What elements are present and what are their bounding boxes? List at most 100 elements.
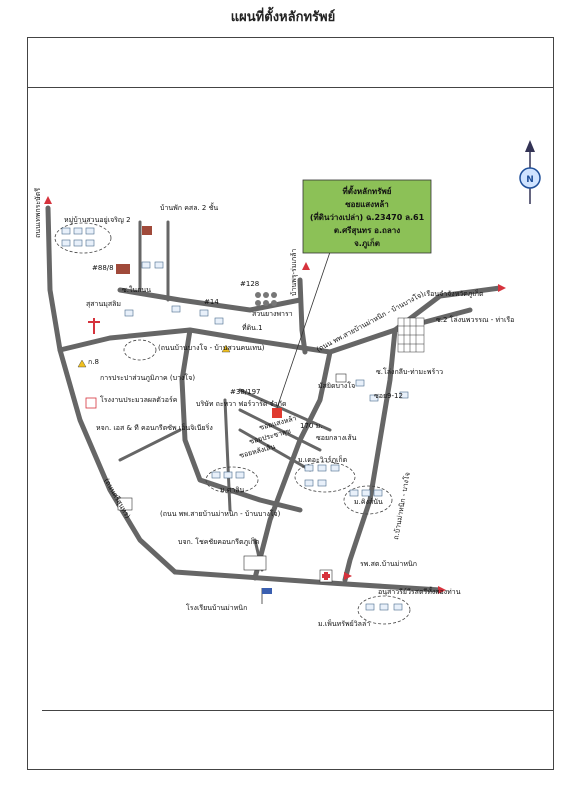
factory-south-icon xyxy=(243,555,267,571)
house-icon xyxy=(141,261,151,269)
callout-line-3: (ที่ดินว่างเปล่า) ฉ.23470 ล.61 xyxy=(310,211,425,222)
company-label: บริษัท ถะหวา ฟอร์วาร์ด จำกัด xyxy=(196,400,286,408)
road-south-label: (ถนน พพ.สายบ้านม่าหนิก - บ้านบางโจ) xyxy=(160,509,281,518)
house-icon xyxy=(317,479,327,487)
callout-line-5: จ.ภูเก็ต xyxy=(354,237,380,249)
minor-road-4 xyxy=(238,388,332,432)
mosque-label: มัสยิดบางโจ xyxy=(318,381,355,390)
house-icon xyxy=(154,261,164,269)
no-128-label: #128 xyxy=(240,280,259,288)
arrow-north-left xyxy=(44,196,52,204)
direction-arrows xyxy=(44,196,506,594)
house-icon xyxy=(369,394,379,402)
village-north-label: หมู่บ้านสวนอยู่เจริญ 2 xyxy=(64,216,131,224)
compass-letter: N xyxy=(526,175,534,185)
village-south-label: ม.เพ็นทรัพย์วิลล่า xyxy=(318,619,370,628)
house-icon xyxy=(361,489,371,497)
house-icon xyxy=(235,471,245,479)
village-ellipse-nice xyxy=(294,461,356,493)
warning-icon xyxy=(77,344,231,368)
land-parcel-label: ที่ดิน.1 xyxy=(242,323,263,332)
house-icon xyxy=(304,464,314,472)
hospital-label: รพ.สต.บ้านม่าหนิก xyxy=(360,560,417,568)
village-ellipse-center xyxy=(123,339,157,361)
house-icon xyxy=(373,489,383,497)
soi-east-1-label: ซ.2 โล่งนพวรรณ - ท่าเรือ xyxy=(436,315,514,324)
village-nice-label: ม.เดอะวิวร์ภูเก็ต xyxy=(298,455,348,464)
house-icon xyxy=(171,305,181,313)
house-icon xyxy=(73,239,83,247)
arrow-east-top xyxy=(498,284,506,292)
frame-top-band xyxy=(27,87,554,88)
mosque-icon xyxy=(335,373,347,383)
house-icon xyxy=(355,379,365,387)
house-icon xyxy=(124,309,134,317)
road-east-branch xyxy=(342,327,398,583)
callout-line-1: ที่ตั้งหลักทรัพย์ xyxy=(343,185,392,196)
house-icon xyxy=(304,479,314,487)
no-14-label: #14 xyxy=(204,298,219,306)
minor-road-3 xyxy=(118,428,182,462)
arrow-hospital xyxy=(344,572,352,580)
village-grid-east xyxy=(397,317,425,353)
tree-garden-icon xyxy=(255,292,277,306)
village-ellipse-king xyxy=(343,485,393,515)
hotel-cross-icon xyxy=(88,318,100,334)
arrow-north-center xyxy=(302,262,310,270)
minor-road-5 xyxy=(238,408,322,452)
map-frame xyxy=(27,37,554,770)
house-icon xyxy=(214,317,224,325)
hospital-icon xyxy=(319,569,333,583)
no-88-8-label: #88/8 xyxy=(92,264,114,272)
house-icon xyxy=(393,603,403,611)
house-icon xyxy=(85,239,95,247)
supply-store-label: หจก. เอส & ที คอนกรีตซัพ เอ็นจิเนียริ่ง xyxy=(96,423,213,432)
soi-rongnam-label: ซ.ในถนน xyxy=(122,285,151,294)
house-icon xyxy=(330,464,340,472)
monument-label: อนุสาวรีย์วีรสตรีทั้งสองท่าน xyxy=(378,585,461,596)
factory-label: โรงงานประมวลผลตัวอร์ค xyxy=(100,395,178,404)
house-icon xyxy=(73,227,83,235)
minor-roads xyxy=(118,220,332,572)
house-icon xyxy=(61,239,71,247)
arrow-east-bottom xyxy=(438,586,446,594)
callout-box xyxy=(302,179,432,254)
target-marker[interactable] xyxy=(272,408,282,418)
page-title: แผนที่ตั้งหลักทรัพย์ xyxy=(230,10,336,25)
road-central-vertical xyxy=(179,327,303,513)
village-ms-label: ม.ศาลิน xyxy=(220,486,245,494)
callout-line-2: ซอยแสงหล้า xyxy=(345,199,389,209)
house-icon xyxy=(399,391,409,399)
house-88-8-icon xyxy=(116,264,130,274)
road-left-top-label: ถนนเทพกระษัตรี xyxy=(34,188,42,238)
village-ellipse-north xyxy=(54,222,112,254)
road-bang-jo-label: ถ.บ้านม่าหนิก - บางโจ xyxy=(391,471,412,540)
house-icon xyxy=(199,309,209,317)
callout-line-4: ต.ศรีสุนทร อ.ถลาง xyxy=(334,225,400,236)
soi-klang-label: ซอยกลางเส้น xyxy=(316,434,357,442)
soi-lang-label: ซอยหลังเส้น xyxy=(238,443,276,460)
village-ellipse-south xyxy=(357,595,411,625)
distance-label: 170 ม. xyxy=(300,422,322,430)
house-icon xyxy=(365,603,375,611)
house-icon xyxy=(85,227,95,235)
road-north-vertical xyxy=(297,277,308,355)
flag-post-label: ก.8 xyxy=(88,358,99,366)
tele-office-label: การประปาส่วนภูมิภาค (บางโจ) xyxy=(100,373,195,382)
house-2floor-label: บ้านพัก คสล. 2 ชั้น xyxy=(160,201,218,212)
soi-east-2-label: ซ.โล่งกลีบ-ท่ามะพร้าว xyxy=(376,367,443,376)
no-38-197-label: #38/197 xyxy=(230,388,261,396)
village-ellipse-ms xyxy=(205,466,259,494)
soi-east-3-label: ซอย9-12 xyxy=(374,392,403,400)
house-icon xyxy=(211,471,221,479)
minor-road-6 xyxy=(238,428,312,472)
factory-icon xyxy=(85,397,97,409)
school-label: โรงเรียนบ้านม่าหนิก xyxy=(186,603,247,612)
school-flag-icon xyxy=(261,588,272,604)
house-icon xyxy=(223,471,233,479)
church-east-label: เรือนจำจังหวัดภูเก็ต xyxy=(424,289,484,298)
road-middle-label: (ถนนบ้านบางโจ - บ้านสวนคนเทน) xyxy=(158,343,265,352)
supply-store-icon xyxy=(117,497,133,511)
frame-bottom-band xyxy=(42,710,554,711)
